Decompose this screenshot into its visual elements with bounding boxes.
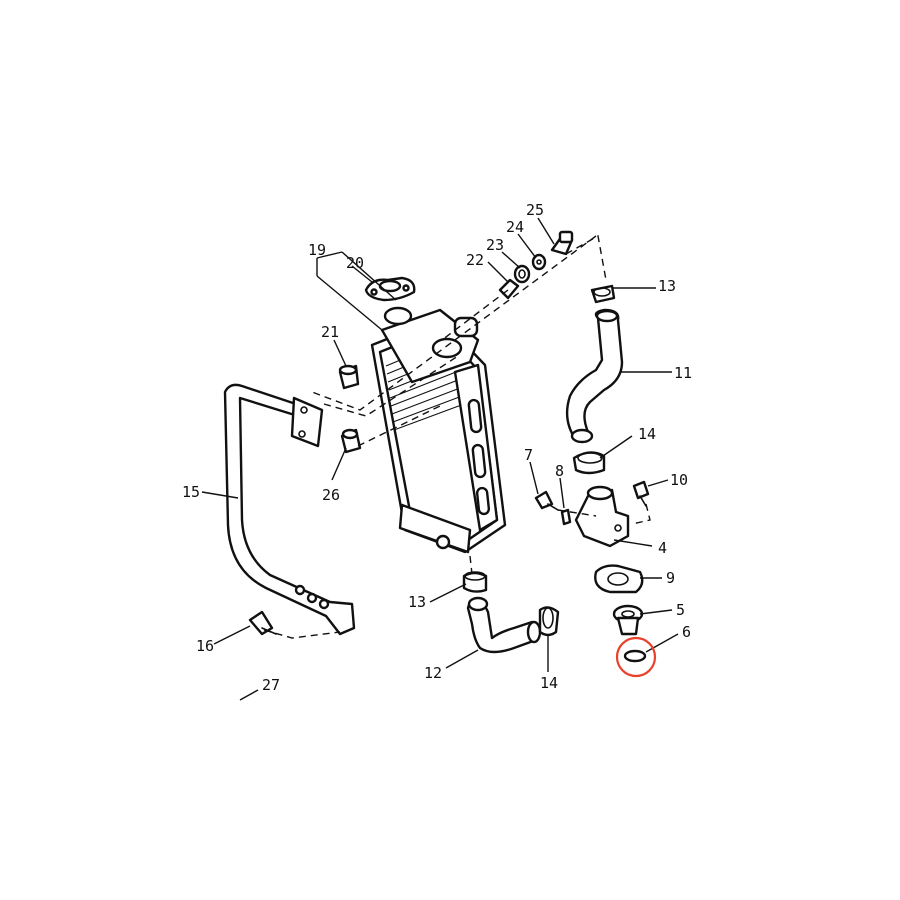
callout-7: 7 [524, 446, 533, 464]
callout-12: 12 [424, 664, 442, 682]
leader-lines [201, 217, 679, 701]
bolt [550, 230, 574, 256]
callout-labels: 19 20 21 22 23 24 25 13 11 14 7 8 10 4 1… [182, 201, 692, 694]
rubber-mount-upper [338, 364, 360, 390]
callout-10: 10 [670, 471, 688, 489]
radiator-guard-frame [223, 383, 356, 636]
callout-9: 9 [666, 569, 675, 587]
thermostat-o-ring [623, 649, 647, 663]
callout-15: 15 [182, 483, 200, 501]
upper-radiator-hose [565, 308, 624, 444]
housing-pin [560, 508, 572, 526]
housing-bolt-short [632, 480, 650, 507]
callout-13-top: 13 [658, 277, 676, 295]
callout-22: 22 [466, 251, 484, 269]
callout-26: 26 [322, 486, 340, 504]
grommet [513, 264, 531, 284]
washer [531, 253, 547, 271]
thermostat-housing [574, 485, 630, 548]
callout-13-lower: 13 [408, 593, 426, 611]
callout-23: 23 [486, 236, 504, 254]
radiator [370, 306, 507, 554]
hose-clamp-upper [590, 284, 616, 304]
callout-8: 8 [555, 462, 564, 480]
thermostat-gasket [594, 564, 644, 594]
radiator-core-fins [385, 339, 465, 431]
lower-radiator-hose [466, 596, 542, 654]
hose-clamp-lower-radiator [462, 571, 488, 593]
callout-4: 4 [658, 539, 667, 557]
highlight-circle [615, 636, 657, 678]
assembly-dashed-lines [263, 234, 651, 639]
hose-clamp-middle [572, 451, 606, 475]
callout-19: 19 [308, 241, 326, 259]
callout-14-lower: 14 [540, 674, 558, 692]
callout-25: 25 [526, 201, 544, 219]
callout-20: 20 [346, 254, 364, 272]
callout-14-upper: 14 [638, 425, 656, 443]
rubber-mount-lower [340, 428, 362, 454]
callout-24: 24 [506, 218, 524, 236]
thermostat [612, 604, 644, 636]
callout-11: 11 [674, 364, 692, 382]
callout-6: 6 [682, 623, 691, 641]
mounting-bolt [248, 610, 277, 636]
hose-clamp-lower-housing [538, 606, 560, 637]
callout-16: 16 [196, 637, 214, 655]
housing-bolt-long [534, 490, 559, 511]
callout-5: 5 [676, 601, 685, 619]
callout-27: 27 [262, 676, 280, 694]
radiator-cap [364, 276, 416, 302]
callout-21: 21 [321, 323, 339, 341]
